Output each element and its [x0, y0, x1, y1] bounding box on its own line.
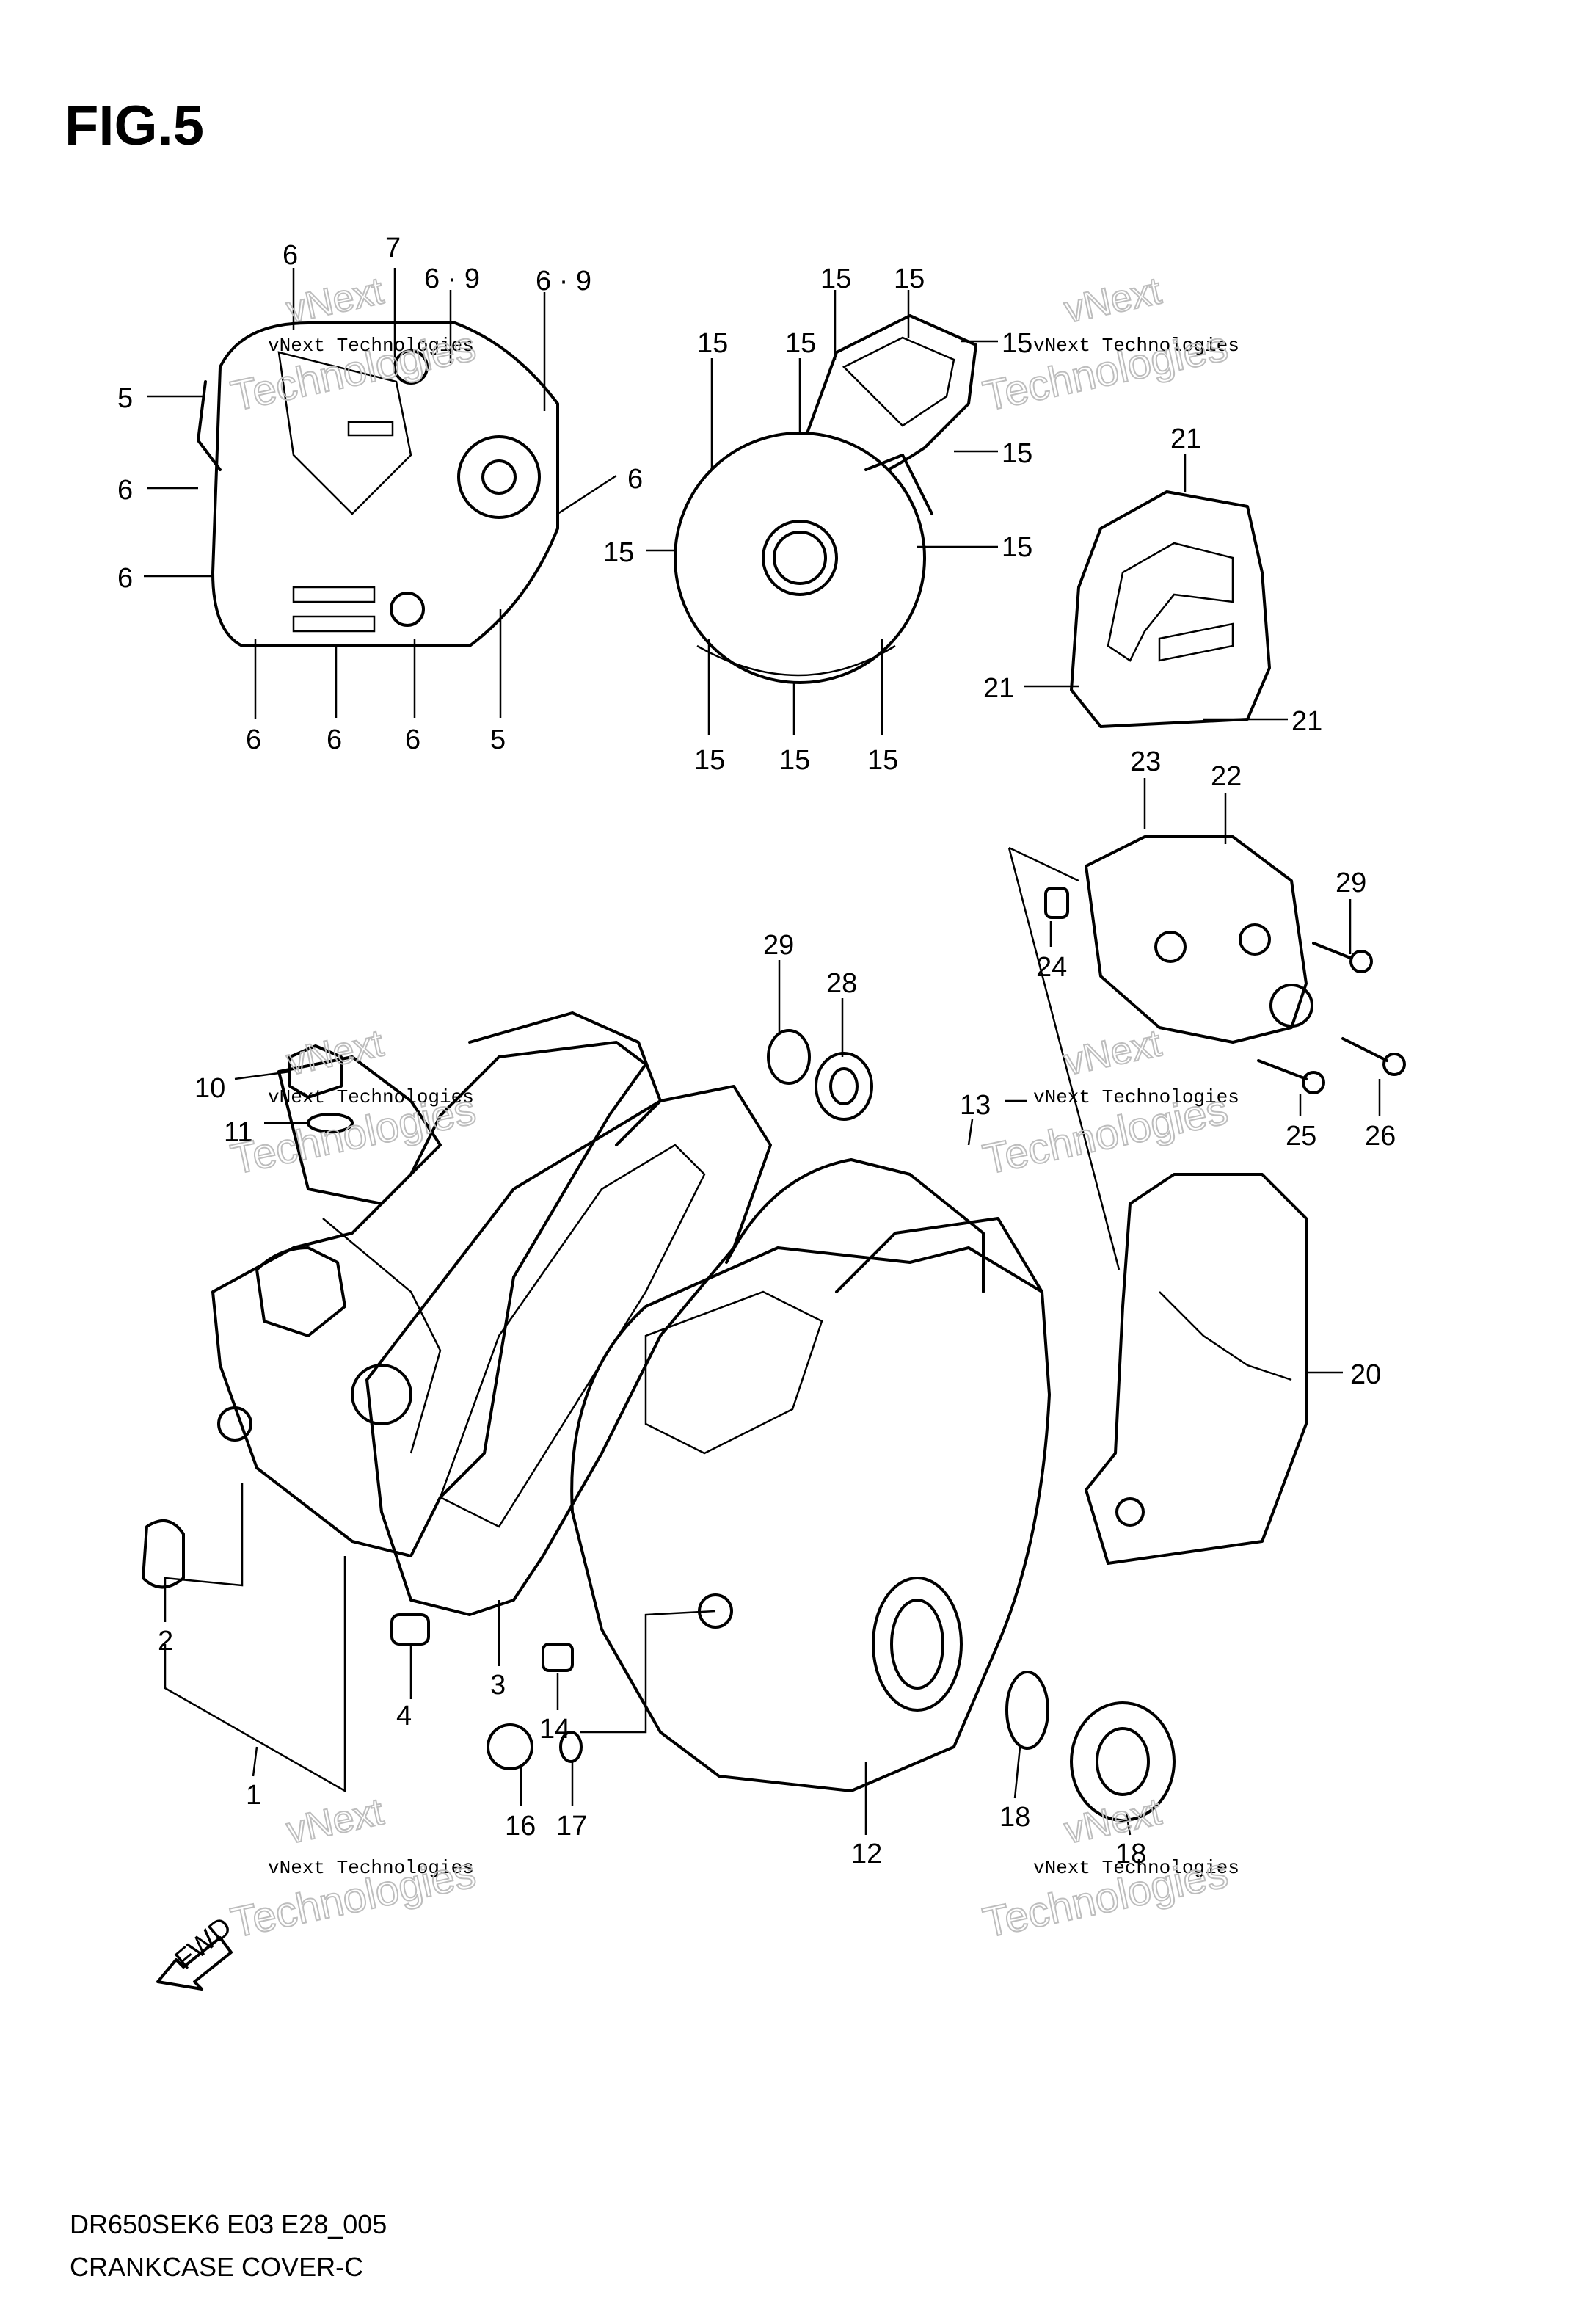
- callout-15: 15: [779, 745, 810, 776]
- callout-15: 15: [894, 263, 925, 294]
- watermark-text: vNext Technologies: [1033, 1086, 1239, 1108]
- callout-19: 18: [999, 1802, 1030, 1833]
- callout-15: 15: [694, 745, 725, 776]
- clutch-cover: [197, 321, 559, 647]
- watermark-big-top: vNext: [1060, 1790, 1165, 1852]
- watermark-text: vNext Technologies: [268, 1086, 474, 1108]
- cover-22: [1085, 835, 1313, 1044]
- magneto-cover: [674, 314, 977, 684]
- watermark-big-top: vNext: [283, 1022, 387, 1083]
- callout-28: 28: [826, 968, 857, 999]
- callout-6: 6: [405, 724, 420, 755]
- cover-20: [1085, 1173, 1308, 1565]
- watermark-big-top: vNext: [1060, 269, 1165, 331]
- callout-25: 25: [1286, 1121, 1316, 1152]
- callout-13: 13: [960, 1090, 991, 1121]
- callout-20: 20: [1350, 1359, 1381, 1390]
- small-parts: [142, 887, 1406, 1822]
- model-code: DR650SEK6 E03 E28_005: [70, 2209, 387, 2239]
- callout-15: 15: [820, 263, 851, 294]
- watermarks: vNext Technologies vNext Technologies vN…: [226, 269, 1239, 1947]
- gasket: [365, 1085, 772, 1616]
- callout-12: 12: [851, 1839, 882, 1869]
- callout-6: 6: [627, 464, 643, 495]
- callout-6: 6: [117, 475, 133, 506]
- callout-21: 21: [1170, 423, 1201, 454]
- watermark-text: vNext Technologies: [268, 335, 474, 357]
- callout-6-9: 6 · 9: [424, 263, 480, 294]
- callout-24: 24: [1036, 952, 1067, 983]
- callout-16: 16: [505, 1811, 536, 1842]
- sprocket-cover: [1070, 490, 1271, 728]
- callout-14: 14: [539, 1714, 570, 1745]
- callout-6: 6: [283, 240, 298, 271]
- callout-18: 18: [1115, 1839, 1146, 1869]
- callout-15: 15: [1002, 532, 1032, 563]
- gasket-13: [725, 1158, 985, 1293]
- watermark-text: vNext Technologies: [1033, 335, 1239, 357]
- callout-23: 23: [1130, 746, 1161, 777]
- callout-6: 6: [246, 724, 261, 755]
- watermark-big-top: vNext: [1060, 1022, 1165, 1083]
- callout-15: 15: [697, 328, 728, 359]
- callout-10: 10: [194, 1073, 225, 1104]
- callout-15: 15: [785, 328, 816, 359]
- callout-1: 1: [246, 1780, 261, 1811]
- figure-title: FIG.5: [65, 95, 205, 157]
- callout-2: 2: [158, 1626, 173, 1657]
- callout-15: 15: [603, 537, 634, 568]
- callout-4: 4: [396, 1701, 412, 1731]
- callout-3: 3: [490, 1670, 506, 1701]
- callout-21: 21: [1291, 706, 1322, 737]
- crankcase: [211, 1011, 662, 1557]
- callout-6: 6: [327, 724, 342, 755]
- watermark-text: vNext Technologies: [1033, 1857, 1239, 1879]
- watermark-big-top: vNext: [283, 1790, 387, 1852]
- callout-7: 6 · 9: [536, 266, 591, 297]
- leader-lines: [144, 268, 1381, 1836]
- callout-15: 15: [1002, 438, 1032, 469]
- callout-8: 7: [385, 233, 401, 263]
- callout-11: 11: [224, 1117, 252, 1148]
- watermark-text: vNext Technologies: [268, 1857, 474, 1879]
- callout-15: 15: [1002, 328, 1032, 359]
- callout-17: 17: [556, 1811, 587, 1842]
- fwd-label: FWD: [170, 1911, 238, 1976]
- callout-15: 15: [867, 745, 898, 776]
- callout-26: 26: [1365, 1121, 1396, 1152]
- callout-5: 5: [117, 383, 133, 414]
- callout-6: 6: [117, 563, 133, 594]
- callouts: 6 7 6 · 9 6 · 9 5 6 6 6 6 6 6 5 15 15 15…: [117, 233, 1396, 1869]
- callout-5: 5: [490, 724, 506, 755]
- callout-27: 29: [1336, 868, 1366, 898]
- generator-cover: [570, 1217, 1051, 1792]
- figure-name: CRANKCASE COVER-C: [70, 2252, 364, 2282]
- callout-21: 21: [983, 673, 1014, 704]
- forward-arrow: FWD: [156, 1911, 238, 1991]
- callout-22: 22: [1211, 761, 1242, 792]
- callout-29: 29: [763, 930, 794, 961]
